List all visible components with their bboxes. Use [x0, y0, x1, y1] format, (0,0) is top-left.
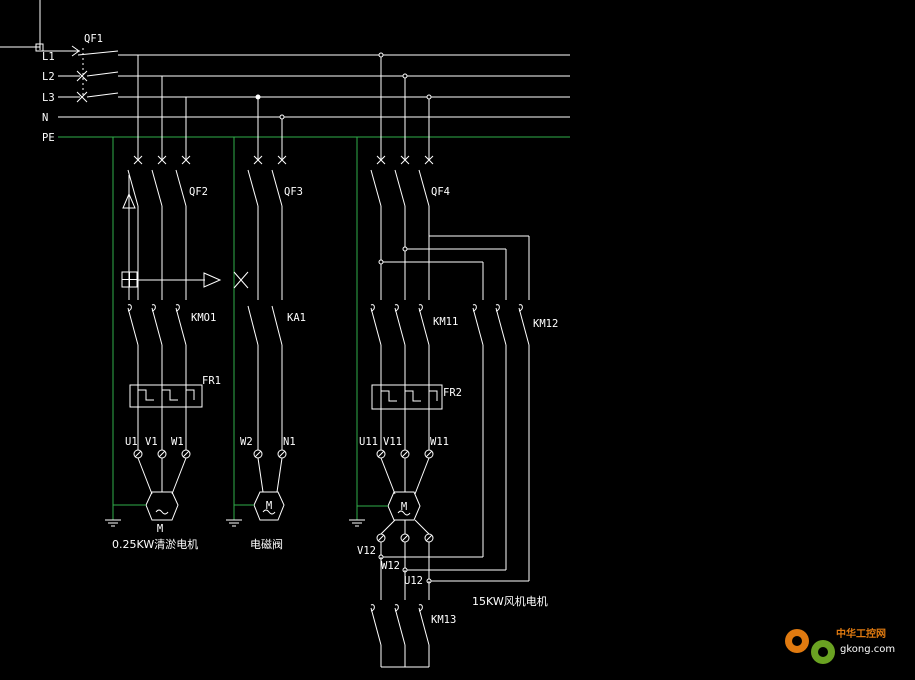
- terminal-v12: V12: [357, 545, 376, 557]
- contactor-km11-label: KM11: [433, 316, 458, 328]
- terminal-u12: U12: [404, 575, 423, 587]
- terminal-u11: U11: [359, 436, 378, 448]
- fan-motor-symbol: M: [401, 501, 407, 513]
- bus-label-l3: L3: [42, 92, 55, 104]
- bus-label-l2: L2: [42, 71, 55, 83]
- branch-pump: [105, 55, 222, 527]
- valve-caption: 电磁阀: [250, 537, 283, 551]
- bus-label-n: N: [42, 112, 48, 124]
- relay-ka1-label: KA1: [287, 312, 306, 324]
- watermark-title: 中华工控网: [836, 627, 886, 640]
- watermark: 中华工控网 gkong.com: [785, 627, 895, 664]
- contactor-km12-label: KM12: [533, 318, 558, 330]
- fan-motor-caption: 15KW风机电机: [472, 594, 548, 608]
- terminal-n1: N1: [283, 436, 296, 448]
- terminal-w11: W11: [430, 436, 449, 448]
- terminal-w2: W2: [240, 436, 253, 448]
- breaker-qf2-label: QF2: [189, 186, 208, 198]
- overload-fr1-label: FR1: [202, 375, 221, 387]
- terminal-w12: W12: [381, 560, 400, 572]
- terminal-v11: V11: [383, 436, 402, 448]
- branch-fan: [349, 52, 530, 668]
- breaker-qf1-label: QF1: [84, 33, 103, 45]
- terminal-v1: V1: [145, 436, 158, 448]
- breaker-qf3-label: QF3: [284, 186, 303, 198]
- overload-fr2-label: FR2: [443, 387, 462, 399]
- terminal-w1: W1: [171, 436, 184, 448]
- bus-label-pe: PE: [42, 132, 55, 144]
- valve-motor-symbol: M: [266, 500, 272, 512]
- main-bus: [0, 0, 570, 138]
- pump-motor-caption: 0.25KW清淤电机: [112, 537, 198, 551]
- contactor-kmo1-label: KMO1: [191, 312, 216, 324]
- gear-logo-icon: [785, 629, 835, 664]
- breaker-qf4-label: QF4: [431, 186, 450, 198]
- terminal-u1: U1: [125, 436, 138, 448]
- contactor-km13-label: KM13: [431, 614, 456, 626]
- bus-label-l1: L1: [42, 51, 55, 63]
- watermark-domain: gkong.com: [840, 644, 895, 655]
- branch-valve: [226, 94, 287, 527]
- pump-motor-symbol: M: [157, 523, 163, 535]
